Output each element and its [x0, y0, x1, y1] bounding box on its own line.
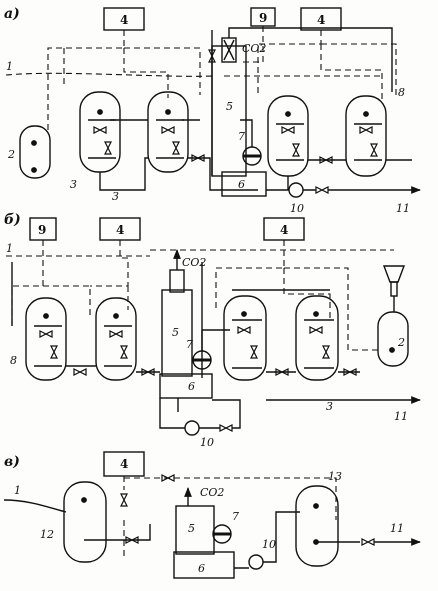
vessel-2-b [377, 311, 409, 367]
adsorber-b3 [223, 295, 267, 381]
unit-6-a [221, 171, 267, 197]
column-5-c [175, 505, 215, 555]
adsorber-b2 [95, 297, 137, 381]
label-c-co2: CO2 [200, 486, 224, 499]
vessel-2-a [19, 125, 51, 179]
box-label-b3: 4 [280, 223, 288, 237]
label-b-10: 10 [200, 436, 214, 449]
unit-6-b [159, 373, 213, 399]
label-b-co2: CO2 [182, 256, 206, 269]
box-label-a3: 4 [317, 13, 325, 27]
label-c-12: 12 [40, 528, 54, 541]
adsorber-a4 [345, 95, 387, 177]
label-a-11: 11 [396, 202, 410, 215]
section-letter-c: в) [4, 454, 20, 470]
box-label-c1: 4 [120, 457, 128, 471]
box-label-b2: 4 [116, 223, 124, 237]
box-label-a1: 4 [120, 13, 128, 27]
label-b-8: 8 [10, 354, 17, 367]
label-b-3: 3 [326, 400, 333, 413]
label-a-1: 1 [6, 60, 13, 73]
label-a-7: 7 [238, 130, 245, 143]
label-b-2: 2 [397, 336, 405, 349]
label-c-13: 13 [328, 470, 342, 483]
label-b-7: 7 [186, 338, 193, 351]
label-a-3a: 3 [70, 178, 77, 191]
label-c-1: 1 [14, 484, 21, 497]
label-c-11: 11 [390, 522, 404, 535]
label-a-2: 2 [7, 148, 15, 161]
label-b-6: 6 [188, 380, 195, 393]
section-b [6, 217, 421, 436]
section-c [3, 451, 421, 579]
unit-6-c [173, 551, 235, 579]
vessel-12-c [63, 481, 107, 563]
section-letter-b: б) [4, 212, 21, 228]
label-b-11: 11 [394, 410, 408, 423]
label-c-7: 7 [232, 510, 239, 523]
section-a [5, 7, 421, 198]
adsorber-a1 [79, 91, 121, 173]
label-a-3b: 3 [112, 190, 119, 203]
label-a-5: 5 [226, 100, 233, 113]
vessel-13-c [295, 485, 339, 567]
hopper-b [382, 265, 406, 283]
label-c-6: 6 [198, 562, 205, 575]
box-label-a2: 9 [259, 11, 267, 25]
adsorber-b1 [25, 297, 67, 381]
label-b-5: 5 [172, 326, 179, 339]
pump-10-b [184, 420, 200, 436]
label-a-6: 6 [238, 178, 245, 191]
adsorber-b4 [295, 295, 339, 381]
label-b-1: 1 [6, 242, 13, 255]
pump-10-c [248, 554, 264, 570]
adsorber-a2 [147, 91, 189, 173]
label-a-co2: CO2 [242, 42, 266, 55]
section-letter-a: а) [4, 6, 20, 22]
label-a-10: 10 [290, 202, 304, 215]
label-c-10: 10 [262, 538, 276, 551]
pump-10-a [288, 182, 304, 198]
label-c-5: 5 [188, 522, 195, 535]
box-label-b1: 9 [38, 223, 46, 237]
label-a-8: 8 [398, 86, 405, 99]
adsorber-a3 [267, 95, 309, 177]
column-5-b [161, 289, 193, 377]
